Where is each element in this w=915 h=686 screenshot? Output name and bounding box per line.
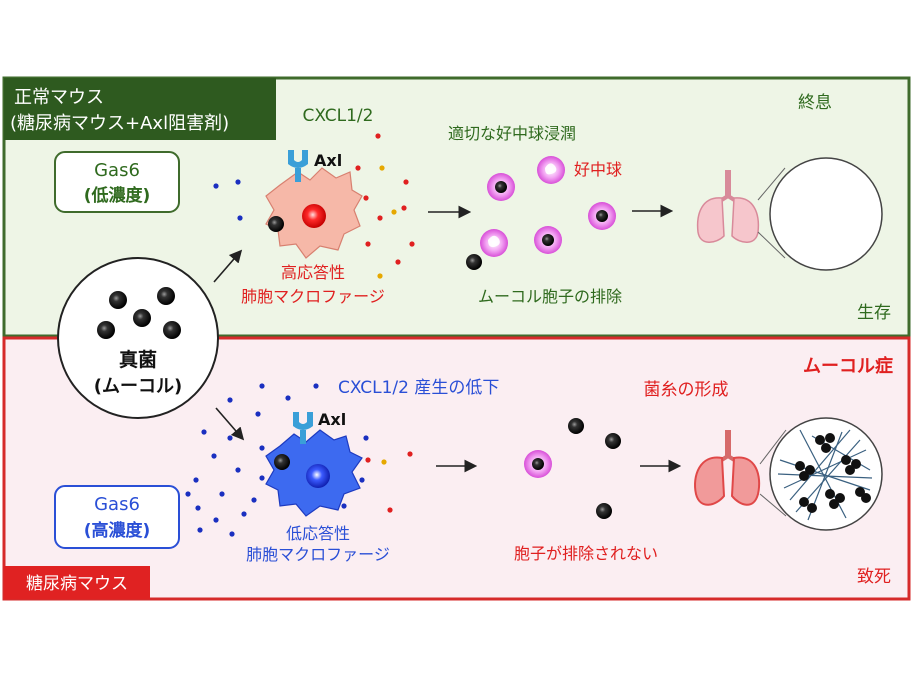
spore-attached-bottom — [274, 454, 290, 470]
axl-receptor-top — [288, 150, 308, 182]
normal-mouse-subtitle: (糖尿病マウス+Axl阻害剤) — [10, 113, 229, 134]
spore-clearance-label: ムーコル胞子の排除 — [478, 287, 622, 306]
mucor-label: (ムーコル) — [94, 376, 182, 397]
diabetic-mouse-title: 糖尿病マウス — [26, 574, 128, 594]
gas6-molecules-bottom — [185, 383, 369, 537]
fungus-circle — [57, 257, 219, 419]
axl-receptor-bottom — [293, 412, 313, 444]
neutrophil-label: 好中球 — [574, 160, 622, 179]
zoom-line-top-1 — [757, 167, 786, 201]
high-response-label: 高応答性 — [281, 263, 345, 282]
neutrophil-cluster — [466, 156, 616, 270]
gas6-high-concentration: (高濃度) — [84, 520, 151, 541]
macrophage-label-bottom: 肺胞マクロファージ — [246, 545, 390, 564]
axl-label-top: Axl — [314, 151, 342, 170]
healthy-lung-icon — [696, 170, 760, 243]
spores-not-cleared-label: 胞子が排除されない — [514, 544, 658, 563]
resolution-label: 終息 — [798, 93, 832, 113]
gas6-low-box — [54, 151, 180, 213]
neutrophil-infiltration-label: 適切な好中球浸潤 — [448, 124, 576, 143]
low-response-label: 低応答性 — [286, 524, 350, 543]
gas6-low-label: Gas6 — [94, 160, 140, 181]
spore-attached-top — [268, 216, 284, 232]
hyphae-formation-label: 菌糸の形成 — [644, 380, 729, 400]
gas6-molecules-top — [213, 179, 243, 221]
zoom-line-bottom-2 — [759, 493, 787, 517]
hyphae-zoom — [769, 417, 883, 531]
diabetic-mouse-header — [4, 566, 150, 599]
survival-label: 生存 — [857, 303, 891, 323]
cxcl-label-top: CXCL1/2 — [303, 106, 374, 126]
cxcl-molecules-bottom — [365, 451, 413, 513]
low-responsive-macrophage — [265, 429, 363, 517]
infected-lung-icon — [694, 430, 761, 506]
normal-mouse-header — [4, 78, 276, 140]
axl-label-bottom: Axl — [318, 410, 346, 429]
fungus-label: 真菌 — [119, 348, 157, 371]
cxcl-reduced-label: CXCL1/2 産生の低下 — [338, 378, 499, 398]
mucor-spores — [97, 287, 181, 339]
uncleared-spores — [524, 418, 621, 519]
zoom-line-bottom-1 — [759, 429, 787, 465]
gas6-high-label: Gas6 — [94, 494, 140, 515]
normal-mouse-title: 正常マウス — [14, 87, 104, 108]
macrophage-label-top: 肺胞マクロファージ — [241, 287, 385, 306]
mucormycosis-label: ムーコル症 — [803, 355, 893, 377]
clear-alveolus-zoom — [769, 157, 883, 271]
lethal-label: 致死 — [857, 567, 891, 587]
gas6-high-box — [54, 485, 180, 549]
zoom-line-top-2 — [757, 231, 786, 259]
cxcl-molecules-top — [355, 133, 415, 279]
gas6-low-concentration: (低濃度) — [84, 185, 151, 206]
arrow-fungus-to-bottom-macrophage — [215, 407, 245, 441]
high-responsive-macrophage — [265, 167, 363, 259]
arrow-fungus-to-top-macrophage — [213, 249, 243, 283]
